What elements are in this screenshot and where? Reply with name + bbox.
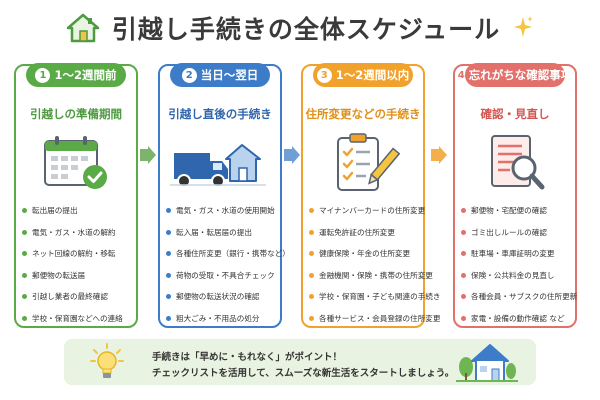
- step-number: 1: [35, 67, 51, 83]
- calendar-check-icon: [44, 136, 107, 189]
- card-badge: 4 忘れがちな確認事項: [457, 63, 572, 87]
- list-item: 金融機関・保険・携帯の住所変更: [309, 265, 433, 287]
- list-item: 粗大ごみ・不用品の処分: [166, 308, 282, 330]
- tip-line-2: チェックリストを活用して、スムーズな新生活をスタートしましょう。: [152, 368, 455, 379]
- list-item: 荷物の受取・不具合チェック: [166, 265, 282, 287]
- step-number: 3: [316, 67, 332, 83]
- clipboard-checklist-icon: [337, 133, 400, 191]
- arrow-right-icon: [140, 146, 156, 164]
- list-item: 駐車場・車庫証明の変更: [461, 243, 577, 265]
- list-item: 各種住所変更（銀行・携帯など）: [166, 243, 290, 265]
- list-item: 学校・保育園・子ども関連の手続き: [309, 286, 441, 308]
- card-badge: 2 当日〜翌日: [170, 63, 270, 87]
- house-tree-icon: [456, 344, 518, 382]
- schedule-card-4: 4 忘れがちな確認事項 確認・見直し 郵便物・宅配便の確認 ゴミ出しルールの確認…: [453, 63, 577, 329]
- lightbulb-icon: [90, 343, 124, 378]
- card-badge: 1 1〜2週間前: [26, 63, 126, 87]
- step-number: 2: [181, 67, 197, 83]
- badge-label: 1〜2週間前: [54, 68, 117, 82]
- list-item: 転入届・転居届の提出: [166, 222, 282, 244]
- schedule-card-3: 3 1〜2週間以内 住所変更などの手続き マイナンバーカードの住所変更 運転免許…: [301, 63, 441, 330]
- card-subtitle: 確認・見直し: [480, 107, 550, 121]
- list-item: 転出届の提出: [22, 200, 138, 222]
- list-item: 引越し業者の最終確認: [22, 286, 138, 308]
- badge-label: 当日〜翌日: [200, 68, 259, 82]
- list-item: 運転免許証の住所変更: [309, 222, 425, 244]
- card-subtitle: 引越しの準備期間: [30, 107, 122, 121]
- list-item: 家電・設備の動作確認 など: [461, 308, 577, 330]
- tip-banner: 手続きは「早めに・もれなく」がポイント！ チェックリストを活用して、スムーズな新…: [64, 339, 536, 385]
- arrow-right-icon: [431, 146, 447, 164]
- page-header: 引越し手続きの全体スケジュール: [0, 6, 600, 50]
- list-item: 郵便物・宅配便の確認: [461, 200, 577, 222]
- card-subtitle: 住所変更などの手続き: [305, 107, 421, 121]
- tip-line-1: 手続きは「早めに・もれなく」がポイント！: [152, 352, 343, 363]
- task-list: 郵便物・宅配便の確認 ゴミ出しルールの確認 駐車場・車庫証明の変更 保険・公共料…: [461, 200, 577, 329]
- arrow-right-icon: [284, 146, 300, 164]
- list-item: 各種サービス・会員登録の住所変更: [309, 308, 441, 330]
- sparkle-icon: [514, 16, 534, 37]
- badge-label: 忘れがちな確認事項: [468, 68, 573, 82]
- card-subtitle: 引越し直後の手続き: [168, 107, 272, 121]
- schedule-card-2: 2 当日〜翌日 引越し直後の手続き 電気・ガス・水道の使用開始 転入届・転居届の…: [158, 63, 290, 330]
- card-badge: 3 1〜2週間以内: [313, 63, 413, 87]
- badge-label: 1〜2週間以内: [335, 68, 410, 82]
- document-magnifier-icon: [491, 135, 545, 190]
- list-item: 健康保険・年金の住所変更: [309, 243, 425, 265]
- list-item: マイナンバーカードの住所変更: [309, 200, 425, 222]
- task-list: マイナンバーカードの住所変更 運転免許証の住所変更 健康保険・年金の住所変更 金…: [309, 200, 441, 330]
- list-item: 電気・ガス・水道の使用開始: [166, 200, 282, 222]
- list-item: 電気・ガス・水道の解約: [22, 222, 138, 244]
- list-item: 各種会員・サブスクの住所更新: [461, 286, 577, 308]
- task-list: 電気・ガス・水道の使用開始 転入届・転居届の提出 各種住所変更（銀行・携帯など）…: [166, 200, 290, 330]
- house-icon: [66, 13, 100, 43]
- list-item: 学校・保育園などへの連絡: [22, 308, 138, 330]
- list-item: 保険・公共料金の見直し: [461, 265, 577, 287]
- task-list: 転出届の提出 電気・ガス・水道の解約 ネット回線の解約・移転 郵便物の転送届 引…: [22, 200, 138, 329]
- moving-truck-house-icon: [170, 144, 266, 188]
- list-item: ゴミ出しルールの確認: [461, 222, 577, 244]
- step-number: 4: [457, 67, 465, 83]
- list-item: ネット回線の解約・移転: [22, 243, 138, 265]
- page-title: 引越し手続きの全体スケジュール: [111, 15, 501, 44]
- list-item: 郵便物の転送届: [22, 265, 138, 287]
- schedule-card-1: 1 1〜2週間前 引越しの準備期間 転出届の提出 電気・ガス・水道の解約 ネット…: [14, 63, 138, 329]
- list-item: 郵便物の転送状況の確認: [166, 286, 282, 308]
